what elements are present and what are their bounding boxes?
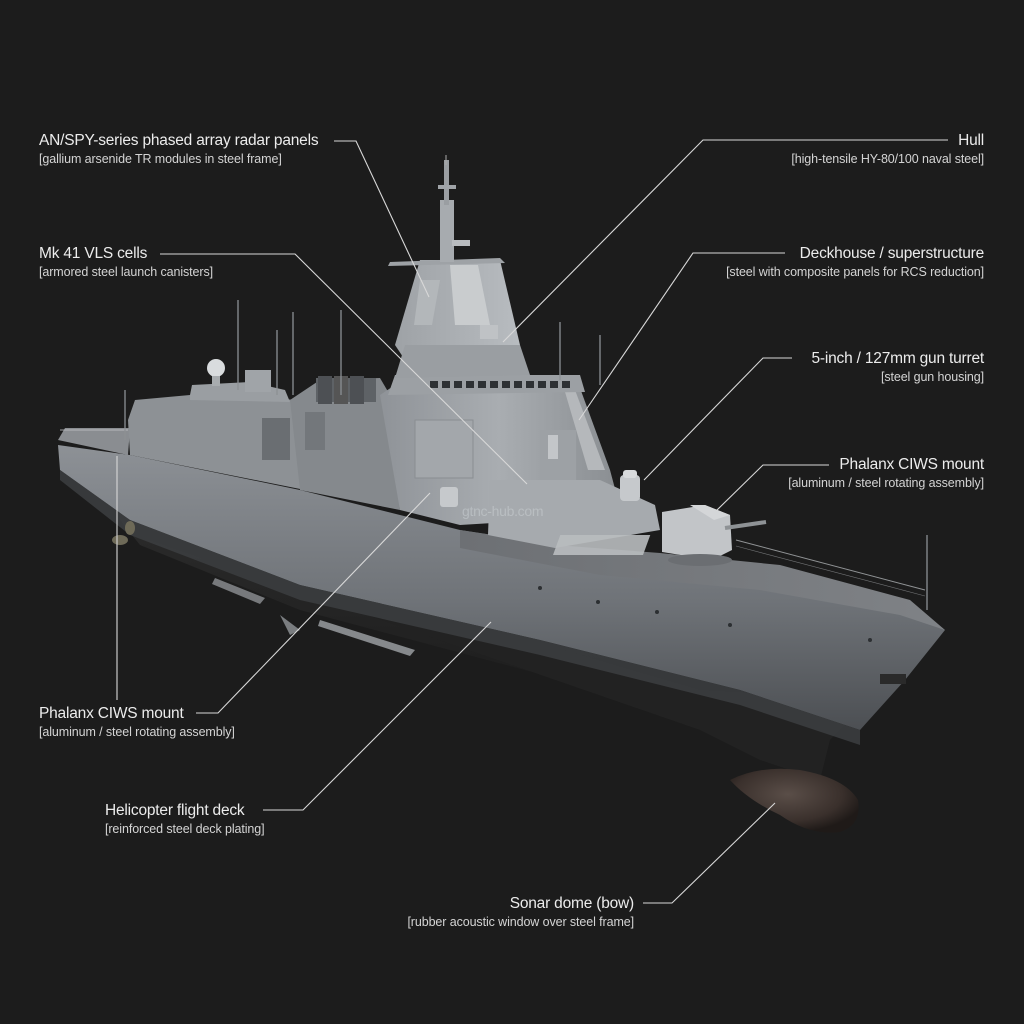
callout-gun-turret: 5-inch / 127mm gun turret [steel gun hou… bbox=[811, 350, 985, 384]
leader-line-radar bbox=[334, 140, 430, 298]
sonar-dome-shape bbox=[730, 768, 859, 833]
leader-line-ciws-fwd bbox=[715, 464, 829, 512]
callout-detail: [armored steel launch canisters] bbox=[39, 264, 213, 279]
leader-line-gun bbox=[643, 357, 792, 481]
callout-title: Sonar dome (bow) bbox=[509, 895, 635, 912]
leader-line-vls bbox=[160, 253, 528, 485]
callout-title: 5-inch / 127mm gun turret bbox=[811, 350, 985, 367]
leader-line-hull bbox=[502, 139, 948, 343]
callout-flight-deck: Helicopter flight deck [reinforced steel… bbox=[105, 803, 265, 835]
ciws-mount-aft bbox=[440, 487, 458, 507]
callout-detail: [reinforced steel deck plating] bbox=[105, 821, 265, 836]
leader-line-deckhouse bbox=[578, 252, 785, 421]
watermark: gtnc-hub.com bbox=[462, 503, 544, 519]
sea-ram bbox=[540, 430, 576, 480]
propeller bbox=[112, 521, 135, 545]
callout-title: AN/SPY-series phased array radar panels bbox=[39, 132, 319, 149]
callout-title: Hull bbox=[958, 132, 984, 149]
callout-detail: [aluminum / steel rotating assembly] bbox=[788, 475, 984, 490]
callout-title: Phalanx CIWS mount bbox=[839, 456, 984, 473]
flight-deck bbox=[58, 428, 130, 455]
leader-line-sonar bbox=[643, 802, 776, 904]
callout-deckhouse: Deckhouse / superstructure [steel with c… bbox=[726, 246, 984, 278]
antennas bbox=[124, 300, 928, 610]
callout-title: Helicopter flight deck bbox=[105, 802, 245, 819]
gun-turret bbox=[662, 505, 767, 566]
callout-title: Phalanx CIWS mount bbox=[39, 705, 184, 722]
ciws-mount-forward bbox=[620, 470, 640, 501]
leader-line-flightdeck bbox=[263, 621, 492, 811]
callout-detail: [steel with composite panels for RCS red… bbox=[726, 264, 984, 279]
callout-title: Deckhouse / superstructure bbox=[799, 245, 985, 262]
leader-lines bbox=[116, 139, 948, 904]
callout-detail: [steel gun housing] bbox=[880, 369, 984, 384]
leader-line-ciws-aft bbox=[196, 492, 431, 714]
hull-shape bbox=[58, 445, 945, 730]
callout-sonar-dome: Sonar dome (bow) [rubber acoustic window… bbox=[407, 896, 634, 928]
vls-cells bbox=[552, 535, 651, 555]
mast bbox=[444, 160, 449, 205]
callout-radar-panels: AN/SPY-series phased array radar panels … bbox=[39, 132, 319, 166]
callout-detail: [gallium arsenide TR modules in steel fr… bbox=[39, 151, 282, 166]
callout-detail: [high-tensile HY-80/100 naval steel] bbox=[791, 151, 984, 166]
callout-detail: [rubber acoustic window over steel frame… bbox=[407, 914, 634, 929]
mid-superstructure bbox=[290, 378, 400, 510]
satcom-dome bbox=[207, 359, 225, 377]
callout-ciws-forward: Phalanx CIWS mount [aluminum / steel rot… bbox=[788, 457, 984, 489]
callout-title: Mk 41 VLS cells bbox=[39, 245, 148, 262]
anchor bbox=[880, 674, 906, 684]
callout-detail: [aluminum / steel rotating assembly] bbox=[39, 724, 235, 739]
callout-hull: Hull [high-tensile HY-80/100 naval steel… bbox=[791, 133, 984, 165]
callout-ciws-aft: Phalanx CIWS mount [aluminum / steel rot… bbox=[39, 706, 235, 738]
radar-panel bbox=[450, 265, 490, 325]
callout-vls-cells: Mk 41 VLS cells [armored steel launch ca… bbox=[39, 246, 213, 278]
